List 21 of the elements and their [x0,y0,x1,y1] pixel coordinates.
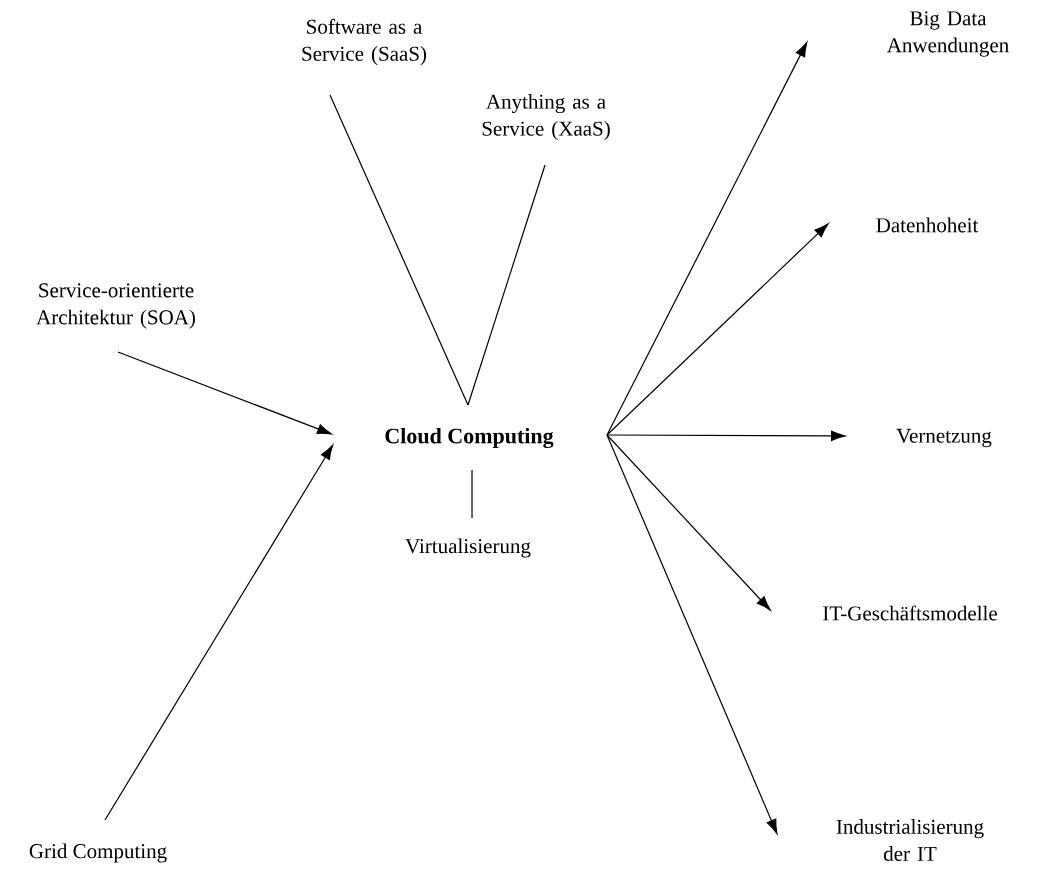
concept-label: Vernetzung [896,428,992,448]
concept-label: Grid Computing [29,843,167,863]
arrow [606,223,829,436]
arrow [104,444,334,821]
concept-label: Anything as a Service (XaaS) [482,94,610,140]
concept-label: Software as a Service (SaaS) [302,18,427,66]
concept-label: Industrialisierung der IT [836,819,984,861]
concept-label: Service-orientierte Architektur (SOA) [36,283,195,329]
arrow [117,351,332,435]
connector-line [329,94,469,406]
concept-label: Big Data Anwendungen [887,11,1009,57]
arrow [606,434,771,611]
central-concept-label: Cloud Computing [385,427,554,449]
connector-line [467,164,546,406]
arrow [606,434,778,834]
concept-label: Virtualisierung [405,538,531,558]
arrow [606,430,846,442]
concept-label: Datenhoheit [876,217,979,233]
concept-label: IT-Geschäftsmodelle [823,605,997,621]
arrow [606,41,808,436]
connector-line [471,469,473,519]
